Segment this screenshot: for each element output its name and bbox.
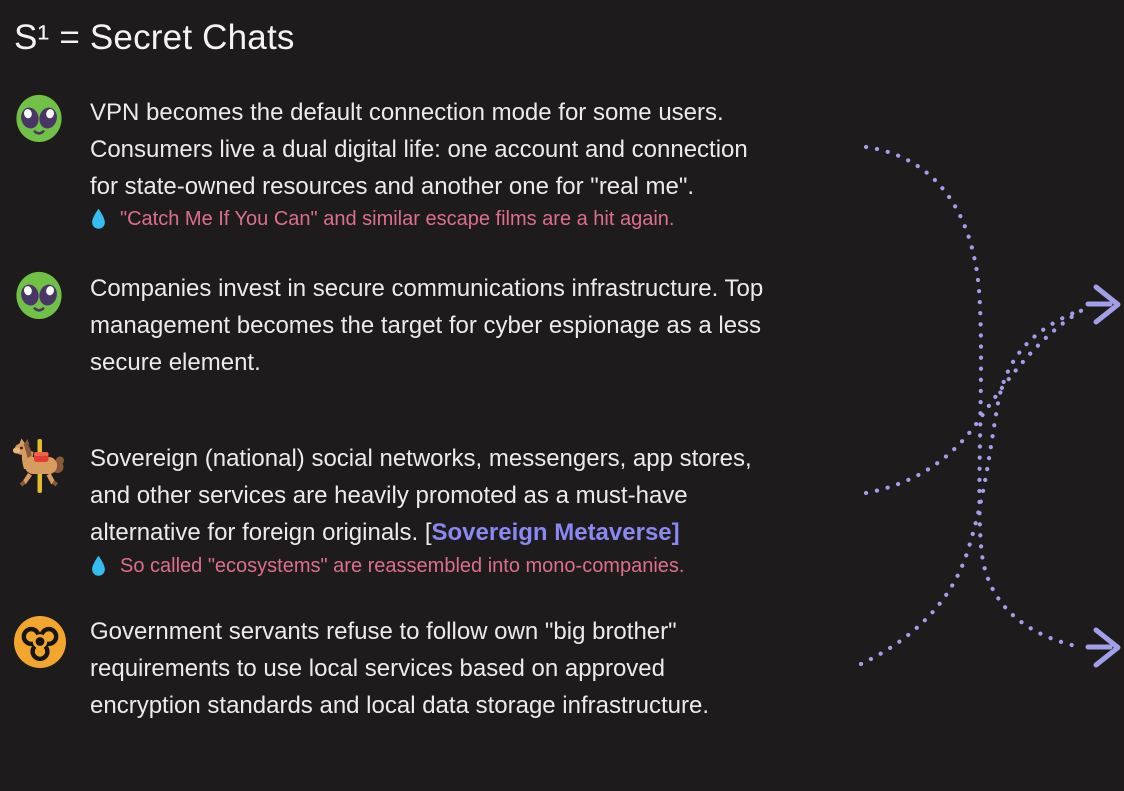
connector-bullet1-to-bottom-arrow <box>863 144 1083 650</box>
bullet-3-text-before: Sovereign (national) social networks, me… <box>90 445 752 546</box>
alien-icon <box>14 92 64 144</box>
bullet-text-4: Government servants refuse to follow own… <box>90 618 710 719</box>
sovereign-metaverse-link[interactable]: Sovereign Metaverse <box>431 519 672 546</box>
droplet-icon <box>90 207 107 231</box>
page-title: S¹ = Secret Chats <box>14 18 295 57</box>
right-arrow-top-icon <box>1085 284 1121 325</box>
alien-icon <box>14 269 64 321</box>
bullet-3-text-after: ] <box>671 519 680 546</box>
connector-bullet3-to-top-arrow <box>863 306 1087 496</box>
biohazard-icon <box>14 616 66 668</box>
bullet-text-3: Sovereign (national) social networks, me… <box>90 440 890 551</box>
connector-bullet4-to-top-arrow <box>858 308 1081 667</box>
note-row-2: So called "ecosystems" are reassembled i… <box>90 553 684 579</box>
note-text-2: So called "ecosystems" are reassembled i… <box>120 555 685 577</box>
bullet-text-2: Companies invest in secure communication… <box>90 275 764 376</box>
note-row-1: "Catch Me If You Can" and similar escape… <box>90 206 674 232</box>
right-arrow-bottom-icon <box>1085 627 1121 668</box>
carousel-horse-icon <box>11 437 69 495</box>
note-text-1: "Catch Me If You Can" and similar escape… <box>120 208 675 230</box>
droplet-icon <box>90 554 107 578</box>
bullet-text-1: VPN becomes the default connection mode … <box>90 99 748 200</box>
